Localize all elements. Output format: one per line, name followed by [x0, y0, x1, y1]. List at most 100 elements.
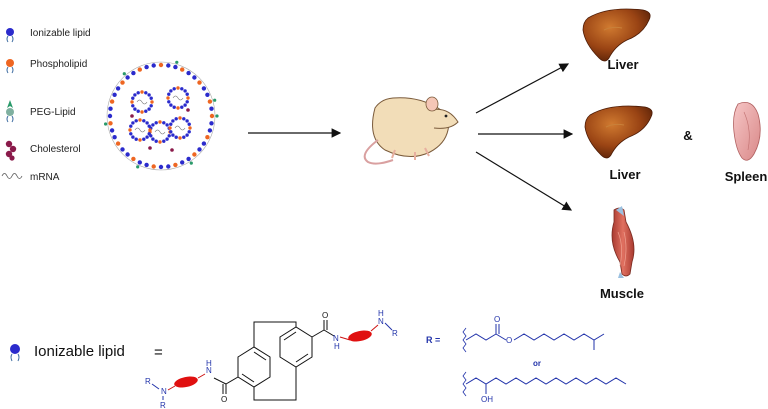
lnp-core-lipid [147, 132, 151, 136]
lnp-shell-lipid [209, 113, 215, 119]
lnp-peg-lipid [213, 98, 217, 102]
lnp-shell-lipid [166, 164, 171, 169]
lnp-peg-lipid [122, 72, 126, 76]
lnp-core-lipid [176, 106, 180, 110]
r-or-label: or [533, 359, 541, 368]
lnp-core-lipid [187, 130, 191, 134]
lnp-core-lipid [154, 121, 158, 125]
lnp-mrna [136, 99, 148, 105]
lnp-core-lipid [165, 123, 169, 127]
lnp-shell-lipid [209, 121, 214, 126]
lnp-shell-lipid [115, 141, 121, 146]
lnp-shell-lipid [173, 64, 178, 70]
lnp-core-lipid [168, 126, 172, 130]
lnp-core-lipid [171, 133, 175, 137]
lnp-core-lipid [134, 137, 138, 141]
lnp-shell-lipid [137, 160, 142, 165]
lnp-core-lipid [174, 117, 178, 121]
lnp-shell-lipid [158, 164, 164, 170]
lnp-cholesterol [186, 108, 190, 112]
lnp-core-lipid [147, 124, 151, 128]
lnp-shell-lipid [207, 99, 213, 104]
lnp-core-lipid [174, 135, 178, 139]
lnp-shell-lipid [158, 62, 164, 68]
lnp-core-lipid [185, 92, 189, 96]
lnp-core-lipid [147, 93, 151, 97]
r-group-alcohol [462, 371, 627, 397]
lnp-core-lipid [150, 100, 154, 104]
lnp-peg-lipid [215, 114, 219, 118]
lnp-core-lipid [136, 109, 140, 113]
spleen-icon [733, 101, 761, 161]
lnp-cholesterol [148, 146, 152, 150]
lnp-shell-lipid [144, 162, 149, 168]
atom-H-right: H [378, 309, 384, 318]
legend: Ionizable lipid Phospholipid PEG-Lipid C… [1, 28, 91, 183]
lnp-core-lipid [154, 139, 158, 143]
lnp-core-lipid [169, 130, 173, 134]
lnp-shell-lipid [125, 152, 130, 157]
lnp-core-lipid [172, 105, 176, 109]
legend-label-ionizable: Ionizable lipid [30, 28, 91, 39]
atom-NH-right-N: N [333, 334, 339, 343]
lnp-core-lipid [182, 117, 186, 121]
lnp-peg-lipid [104, 122, 108, 126]
ionizable-lipid-icon [6, 28, 14, 43]
lnp-shell-lipid [131, 70, 136, 76]
lnp-core-lipid [169, 89, 173, 93]
lnp-shell-lipid [207, 128, 213, 133]
legend-label-phospholipid: Phospholipid [30, 59, 87, 70]
lnp-core-lipid [171, 119, 175, 123]
atom-O-bottom: O [221, 395, 227, 404]
ampersand: & [683, 128, 692, 143]
lnp-core-lipid [131, 96, 135, 100]
lnp-core-lipid [185, 133, 189, 137]
lnp-shell-lipid [186, 70, 191, 76]
lnp-shell-lipid [107, 113, 113, 119]
atom-O-ester-carbonyl: O [494, 315, 500, 324]
lnp-shell-lipid [125, 75, 130, 80]
structure-title: Ionizable lipid [34, 343, 125, 360]
lnp-core-lipid [136, 91, 140, 95]
lnp-shell-lipid [166, 63, 171, 68]
lnp-shell-lipid [109, 99, 115, 104]
lnp-shell-lipid [205, 135, 210, 140]
lnp-core-lipid [131, 135, 135, 139]
lnp-shell-lipid [205, 92, 210, 98]
lnp-mrna [174, 125, 186, 131]
lnp-core-lipid [187, 122, 191, 126]
lnp-shell-lipid [180, 160, 185, 165]
ionizable-lipid-icon-large [10, 344, 20, 362]
mouse-icon [363, 96, 459, 165]
lnp-core-lipid [151, 137, 155, 141]
cholesterol-icon [5, 140, 17, 161]
lnp-core-lipid [165, 137, 169, 141]
label-spleen: Spleen [725, 169, 768, 184]
lnp-shell-lipid [197, 147, 202, 152]
lnp-core-lipid [176, 86, 180, 90]
atom-NH-right-H: H [334, 342, 340, 351]
lnp-core-lipid [140, 110, 144, 114]
lnp-core-lipid [186, 96, 190, 100]
lnp-shell-lipid [108, 106, 113, 111]
lnp-core-lipid [145, 121, 149, 125]
lnp-core-lipid [169, 122, 173, 126]
r-group-ester [462, 324, 605, 353]
liver-icon-mid [584, 105, 653, 159]
lnp-shell-lipid [120, 80, 125, 85]
lnp-core-lipid [138, 118, 142, 122]
lnp-cholesterol [130, 114, 134, 118]
lnp-core-lipid [183, 89, 187, 93]
lnp-shell-lipid [115, 86, 121, 91]
lnp-core-lipid [138, 138, 142, 142]
lnp-shell-lipid [112, 135, 117, 140]
lnp-shell-lipid [209, 106, 214, 111]
lnp-core-lipid [162, 121, 166, 125]
lnp-core-lipid [183, 103, 187, 107]
lnp-mrna [172, 95, 184, 101]
lnp-core-lipid [167, 100, 171, 104]
atom-O-top: O [322, 311, 328, 320]
lnp-shell-lipid [151, 63, 156, 68]
atom-O-ester: O [506, 336, 512, 345]
